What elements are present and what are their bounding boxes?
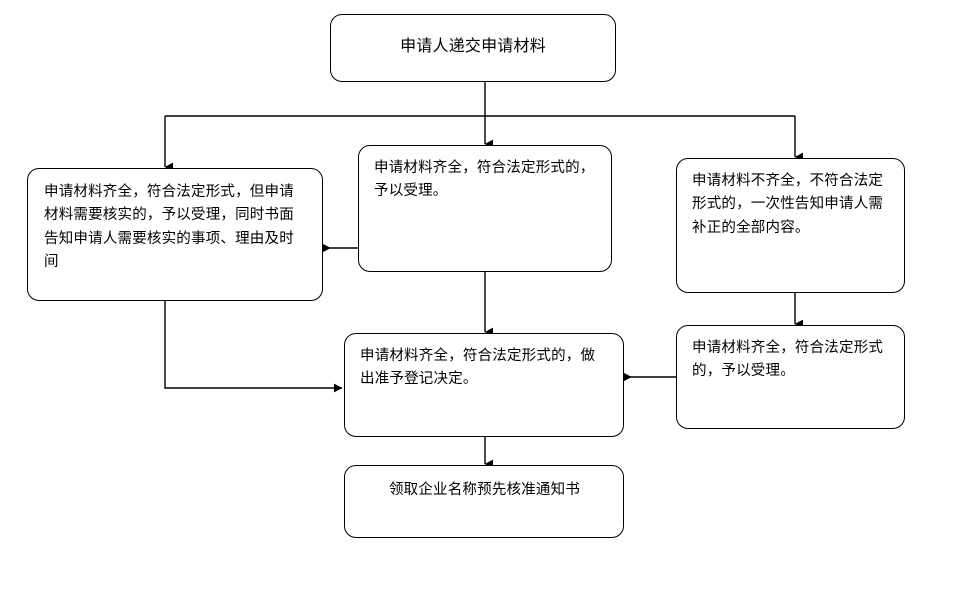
node-accept-with-verification-label: 申请材料齐全，符合法定形式，但申请材料需要核实的，予以受理，同时书面告知申请人需… (44, 184, 294, 271)
node-submit-application-label: 申请人递交申请材料 (400, 36, 546, 55)
node-incomplete-notify[interactable]: 申请材料不齐全，不符合法定形式的，一次性告知申请人需补正的全部内容。 (676, 158, 905, 293)
node-accept-after-correction[interactable]: 申请材料齐全，符合法定形式的，予以受理。 (676, 325, 905, 429)
node-accept-complete-label: 申请材料齐全，符合法定形式的，予以受理。 (374, 160, 595, 200)
node-accept-after-correction-label: 申请材料齐全，符合法定形式的，予以受理。 (692, 340, 884, 380)
node-approve-registration[interactable]: 申请材料齐全，符合法定形式的，做出准予登记决定。 (344, 333, 624, 437)
node-accept-complete[interactable]: 申请材料齐全，符合法定形式的，予以受理。 (358, 145, 612, 272)
node-approve-registration-label: 申请材料齐全，符合法定形式的，做出准予登记决定。 (360, 348, 596, 388)
node-incomplete-notify-label: 申请材料不齐全，不符合法定形式的，一次性告知申请人需补正的全部内容。 (692, 173, 884, 236)
node-receive-notice-label: 领取企业名称预先核准通知书 (388, 482, 581, 498)
edge-accept-with-verification-to-approve (164, 301, 343, 393)
node-accept-with-verification[interactable]: 申请材料齐全，符合法定形式，但申请材料需要核实的，予以受理，同时书面告知申请人需… (27, 168, 323, 301)
node-receive-notice[interactable]: 领取企业名称预先核准通知书 (344, 465, 624, 538)
node-submit-application[interactable]: 申请人递交申请材料 (330, 14, 616, 82)
